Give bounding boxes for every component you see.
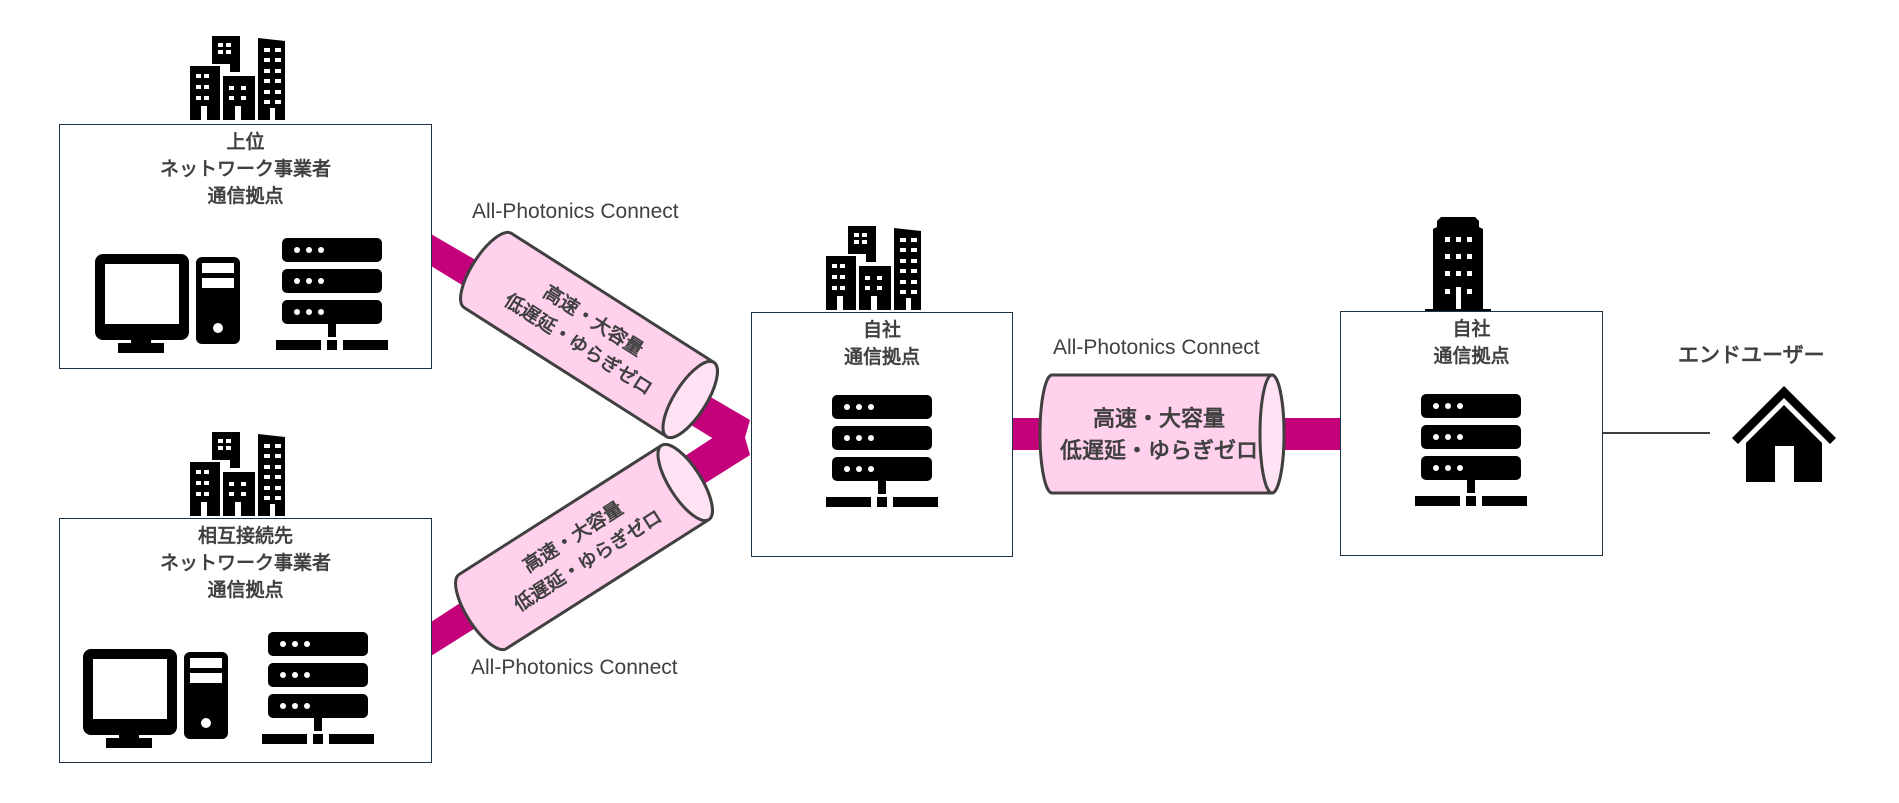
title-line: 自社 (862, 319, 901, 341)
node-own-hub: 自社 通信拠点 (751, 312, 1013, 557)
tube-interconnect: 高速・大容量 低遅延・ゆらぎゼロ (454, 442, 714, 652)
tube-text-line-1: 高速・大容量 (1093, 406, 1225, 432)
title-line: 相互接続先 (197, 525, 293, 547)
buildings-icon (826, 226, 921, 310)
desktop-computer-icon (95, 254, 240, 353)
title-line: 通信拠点 (843, 346, 920, 368)
house-icon (1732, 386, 1836, 482)
desktop-computer-icon (83, 649, 228, 748)
title-line: 上位 (226, 131, 265, 153)
node-title: 上位 ネットワーク事業者 通信拠点 (60, 129, 431, 210)
title-line: 通信拠点 (207, 185, 284, 207)
node-interconnect: 相互接続先 ネットワーク事業者 通信拠点 (59, 518, 432, 763)
node-title: 相互接続先 ネットワーク事業者 通信拠点 (60, 523, 431, 604)
node-upstream: 上位 ネットワーク事業者 通信拠点 (59, 124, 432, 369)
server-icon (262, 632, 374, 744)
title-line: 通信拠点 (207, 579, 284, 601)
end-user-label: エンドユーザー (1678, 343, 1825, 367)
node-own-edge: 自社 通信拠点 (1340, 311, 1603, 556)
tube-hub-to-edge: 高速・大容量 低遅延・ゆらぎゼロ (1038, 373, 1286, 495)
tube-upstream: 高速・大容量 低遅延・ゆらぎゼロ (459, 230, 719, 440)
link-label-interconnect: All-Photonics Connect (471, 656, 678, 679)
buildings-icon (190, 36, 285, 120)
node-title: 自社 通信拠点 (752, 317, 1012, 371)
buildings-icon (190, 432, 285, 516)
link-label-upstream: All-Photonics Connect (472, 200, 679, 223)
tube-text-line-2: 低遅延・ゆらぎゼロ (1059, 438, 1258, 464)
title-line: ネットワーク事業者 (159, 158, 331, 180)
node-title: 自社 通信拠点 (1341, 316, 1602, 370)
server-icon (1415, 394, 1527, 506)
title-line: 通信拠点 (1433, 345, 1510, 367)
title-line: ネットワーク事業者 (159, 552, 331, 574)
link-label-hub-to-edge: All-Photonics Connect (1053, 336, 1260, 359)
server-icon (276, 238, 388, 350)
office-tower-icon (1425, 217, 1491, 313)
server-icon (826, 395, 938, 507)
title-line: 自社 (1452, 318, 1491, 340)
